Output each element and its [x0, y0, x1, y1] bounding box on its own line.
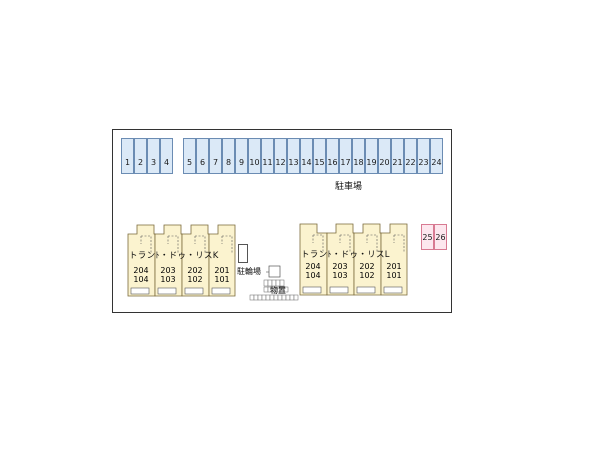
- unit-lower: 101: [214, 275, 230, 284]
- unit-upper: 203: [160, 266, 176, 275]
- parking-space-4: 4: [160, 138, 173, 174]
- unit-l-2: 203 103: [328, 262, 352, 280]
- unit-lower: 103: [332, 271, 348, 280]
- parking-space-3: 3: [147, 138, 160, 174]
- unit-l-4: 201 101: [382, 262, 406, 280]
- bicycle-parking-label: 駐輪場: [237, 267, 261, 276]
- unit-lower: 103: [160, 275, 176, 284]
- unit-upper: 202: [359, 262, 375, 271]
- parking-space-1: 1: [121, 138, 134, 174]
- parking-space-11: 11: [261, 138, 274, 174]
- parking-space-16: 16: [326, 138, 339, 174]
- unit-k-4: 201 101: [210, 266, 234, 284]
- unit-k-3: 202 102: [183, 266, 207, 284]
- parking-space-5: 5: [183, 138, 196, 174]
- unit-k-2: 203 103: [156, 266, 180, 284]
- unit-l-1: 204 104: [301, 262, 325, 280]
- parking-space-18: 18: [352, 138, 365, 174]
- bicycle-rack-post: [238, 244, 248, 263]
- unit-lower: 104: [305, 271, 321, 280]
- unit-upper: 201: [386, 262, 402, 271]
- unit-lower: 102: [359, 271, 375, 280]
- unit-lower: 101: [386, 271, 402, 280]
- unit-k-1: 204 104: [129, 266, 153, 284]
- unit-upper: 201: [214, 266, 230, 275]
- parking-space-9: 9: [235, 138, 248, 174]
- parking-space-7: 7: [209, 138, 222, 174]
- parking-space-13: 13: [287, 138, 300, 174]
- unit-upper: 204: [305, 262, 321, 271]
- unit-upper: 202: [187, 266, 203, 275]
- parking-space-12: 12: [274, 138, 287, 174]
- storage-label: 物置: [270, 286, 286, 295]
- building-k: [127, 224, 236, 297]
- building-l-name: トランﾄ・ドゥ・リスL: [301, 250, 390, 260]
- bicycle-parking-icon: [266, 265, 281, 278]
- parking-space-14: 14: [300, 138, 313, 174]
- parking-space-20: 20: [378, 138, 391, 174]
- parking-space-19: 19: [365, 138, 378, 174]
- parking-space-17: 17: [339, 138, 352, 174]
- parking-space-2: 2: [134, 138, 147, 174]
- parking-space-25: 25: [421, 224, 434, 250]
- unit-upper: 204: [133, 266, 149, 275]
- parking-space-10: 10: [248, 138, 261, 174]
- parking-space-21: 21: [391, 138, 404, 174]
- parking-space-8: 8: [222, 138, 235, 174]
- unit-l-3: 202 102: [355, 262, 379, 280]
- parking-space-22: 22: [404, 138, 417, 174]
- parking-space-15: 15: [313, 138, 326, 174]
- parking-space-26: 26: [434, 224, 447, 250]
- parking-space-6: 6: [196, 138, 209, 174]
- parking-space-23: 23: [417, 138, 430, 174]
- unit-lower: 102: [187, 275, 203, 284]
- parking-label: 駐車場: [335, 182, 363, 192]
- building-l: [299, 223, 408, 296]
- parking-space-24: 24: [430, 138, 443, 174]
- unit-lower: 104: [133, 275, 149, 284]
- unit-upper: 203: [332, 262, 348, 271]
- building-k-name: トランﾄ・ドゥ・リスK: [129, 251, 219, 261]
- storage-racks: [249, 279, 299, 301]
